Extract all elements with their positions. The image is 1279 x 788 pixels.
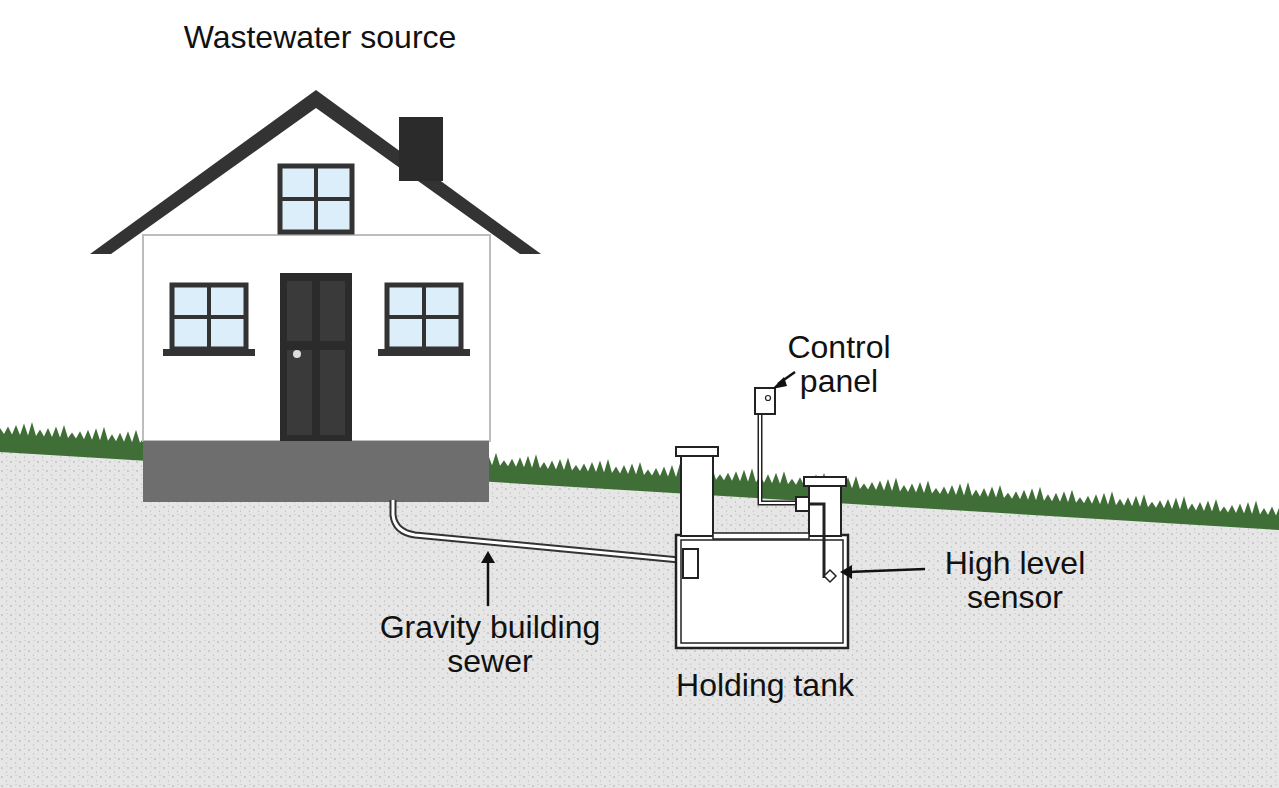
leader-arrow (840, 565, 925, 579)
callout-label: Gravity building sewer (355, 610, 625, 678)
sewer-pipe-bore (393, 500, 690, 561)
tank-inner-wall (681, 540, 843, 643)
callout-label: Control panel (764, 330, 914, 398)
tank-lid-pipe (713, 533, 809, 539)
house-wall (143, 235, 490, 441)
window (163, 285, 255, 356)
leader-arrow (772, 372, 795, 389)
roof (90, 90, 541, 254)
chimney (399, 117, 443, 181)
component-label: Holding tank (650, 668, 880, 702)
callout-label: High level sensor (925, 546, 1105, 614)
leader-arrow (481, 551, 495, 606)
junction-box (796, 497, 809, 511)
holding-tank (676, 535, 848, 648)
level-sensor (809, 504, 836, 582)
window (280, 166, 352, 232)
sewer-pipe (393, 500, 690, 561)
window (378, 285, 470, 356)
door (280, 273, 352, 441)
soil (0, 440, 1279, 788)
house-label: Wastewater source (140, 20, 500, 54)
inlet-tee (683, 549, 698, 578)
tank-riser (676, 447, 718, 536)
foundation (143, 441, 489, 502)
control-panel (755, 388, 797, 503)
